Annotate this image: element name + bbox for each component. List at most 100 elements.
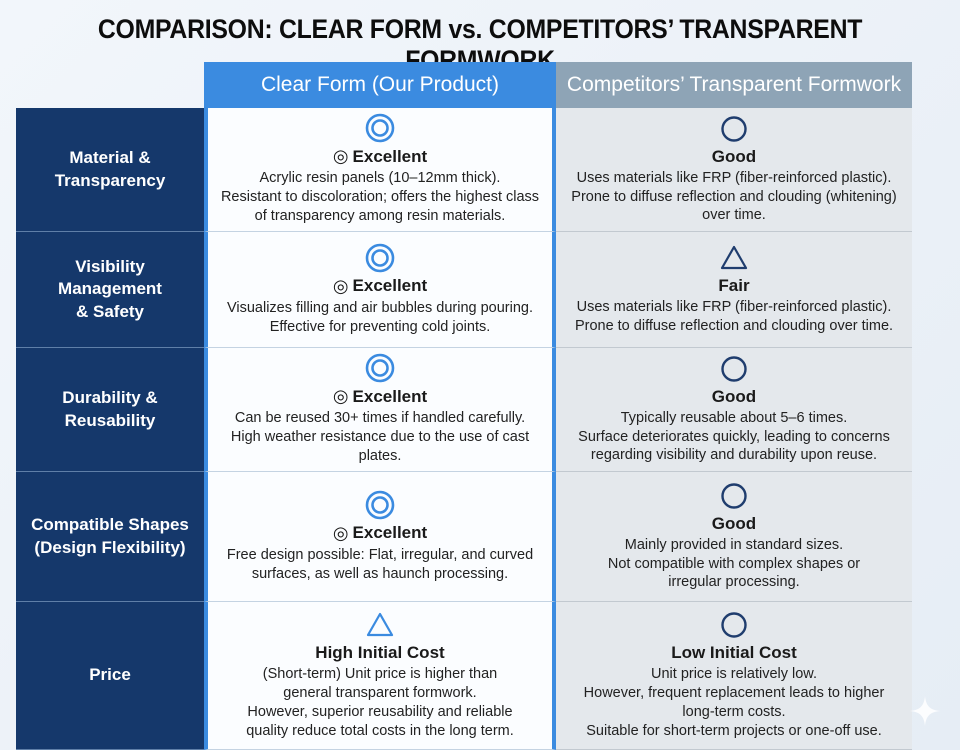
comparison-table: Clear Form (Our Product) Competitors’ Tr… [16, 62, 912, 750]
description-line: surfaces, as well as haunch processing. [251, 565, 509, 582]
rating-description: Can be reused 30+ times if handled caref… [218, 409, 542, 466]
rating-label: Good [711, 146, 757, 166]
description-line: Visualizes filling and air bubbles durin… [226, 299, 534, 316]
description-line: of transparency among resin materials. [254, 207, 506, 224]
description-line: regarding visibility and durability upon… [590, 447, 878, 464]
double-circle-icon [365, 113, 395, 143]
rating-label: High Initial Cost [315, 643, 445, 663]
double-circle-mark-icon: ◎ [332, 386, 349, 407]
rating-text: ◎Excellent [333, 146, 427, 167]
criterion-label-line: Durability & Reusability [62, 388, 158, 430]
description-line: Prone to diffuse reflection and clouding… [574, 318, 894, 334]
rating-description: Visualizes filling and air bubbles durin… [227, 299, 533, 337]
double-circle-mark-icon: ◎ [332, 146, 349, 167]
criterion-label-line: & Safety [75, 301, 145, 321]
rating-description: (Short-term) Unit price is higher than ge… [246, 665, 514, 740]
rating-label: Good [711, 513, 757, 533]
description-line: Uses materials like FRP (fiber-reinforce… [576, 169, 892, 186]
description-line: Acrylic resin panels (10–12mm thick). [259, 170, 501, 187]
rating-label: Excellent [352, 146, 428, 166]
description-line: Uses materials like FRP (fiber-reinforce… [576, 299, 892, 316]
rating-label: Good [711, 386, 757, 406]
sparkle-icon [910, 696, 940, 726]
triangle-icon [720, 246, 748, 270]
rating-text: ◎Excellent [333, 386, 427, 407]
criterion-label-line: Material & [69, 148, 151, 168]
rating-text: High Initial Cost [315, 643, 444, 663]
rating-description: Mainly provided in standard sizes. Not co… [608, 536, 860, 593]
rating-description: Free design possible: Flat, irregular, a… [227, 546, 533, 584]
criterion-label: Durability & Reusability [16, 348, 204, 472]
rating-label: Excellent [352, 386, 428, 406]
rating-text: ◎Excellent [333, 523, 427, 544]
description-line: Resistant to discoloration; offers the h… [220, 189, 540, 206]
criterion-label: Price [16, 602, 204, 750]
double-circle-mark-icon: ◎ [332, 522, 349, 543]
criterion-label: Compatible Shapes(Design Flexibility) [16, 472, 204, 602]
description-line: Prone to diffuse reflection and clouding… [571, 188, 897, 205]
triangle-icon [366, 613, 394, 637]
rating-text: ◎Excellent [333, 276, 427, 297]
header-competitors: Competitors’ Transparent Formwork [556, 62, 912, 108]
description-line: Free design possible: Flat, irregular, a… [226, 546, 534, 563]
rating-description: Unit price is relatively low. However, fr… [566, 665, 902, 740]
description-line: High weather resistance due to the use o… [230, 429, 530, 464]
rating-description: Uses materials like FRP (fiber-reinforce… [575, 298, 893, 336]
criterion-label: Material &Transparency [16, 108, 204, 232]
criterion-label-text: Material &Transparency [55, 147, 166, 191]
description-line: quality reduce total costs in the long t… [246, 722, 514, 739]
double-circle-icon [365, 243, 395, 272]
description-line: Typically reusable about 5–6 times. [620, 409, 848, 426]
description-line: Effective for preventing cold joints. [269, 318, 491, 335]
criterion-label-text: Compatible Shapes(Design Flexibility) [31, 514, 189, 558]
rating-text: Good [712, 387, 756, 407]
description-line: (Short-term) Unit price is higher than [262, 666, 498, 683]
description-line: However, frequent replacement leads to h… [583, 685, 885, 720]
rating-label: Excellent [352, 276, 428, 296]
description-line: Can be reused 30+ times if handled caref… [234, 410, 526, 427]
rating-description: Uses materials like FRP (fiber-reinforce… [571, 169, 896, 226]
description-line: However, superior reusability and reliab… [247, 704, 513, 720]
double-circle-icon [365, 353, 395, 383]
criterion-label-line: Transparency [54, 170, 166, 190]
double-circle-mark-icon: ◎ [332, 275, 349, 296]
rating-text: Good [712, 147, 756, 167]
rating-label: Fair [718, 276, 750, 296]
criterion-label-line: Price [89, 665, 131, 685]
page-title: COMPARISON: CLEAR FORM vs. COMPETITORS’ … [97, 14, 863, 75]
criterion-label-line: Visibility Management [58, 257, 162, 299]
description-line: general transparent formwork. [283, 685, 477, 702]
rating-description: Acrylic resin panels (10–12mm thick). Res… [221, 169, 539, 226]
description-line: Mainly provided in standard sizes. [624, 536, 844, 553]
description-line: irregular processing. [668, 574, 800, 591]
double-circle-icon [365, 490, 395, 519]
description-line: Surface deteriorates quickly, leading to… [578, 428, 890, 445]
criterion-label-text: Visibility Management& Safety [24, 256, 196, 322]
circle-icon [721, 356, 747, 382]
our-product-cell: High Initial Cost(Short-term) Unit price… [204, 602, 556, 750]
header-row: Clear Form (Our Product) Competitors’ Tr… [16, 62, 912, 108]
circle-icon [721, 116, 747, 142]
criterion-label: Visibility Management& Safety [16, 232, 204, 348]
header-our-product: Clear Form (Our Product) [204, 62, 556, 108]
criterion-label-line: (Design Flexibility) [34, 537, 186, 557]
rating-text: Low Initial Cost [671, 643, 797, 663]
description-line: over time. [702, 207, 766, 224]
description-line: Not compatible with complex shapes or [607, 555, 861, 572]
circle-icon [721, 483, 747, 509]
rating-description: Typically reusable about 5–6 times. Surfa… [578, 409, 890, 466]
description-line: Unit price is relatively low. [651, 666, 817, 683]
rating-label: Excellent [352, 523, 428, 543]
rating-label: Low Initial Cost [671, 643, 797, 663]
